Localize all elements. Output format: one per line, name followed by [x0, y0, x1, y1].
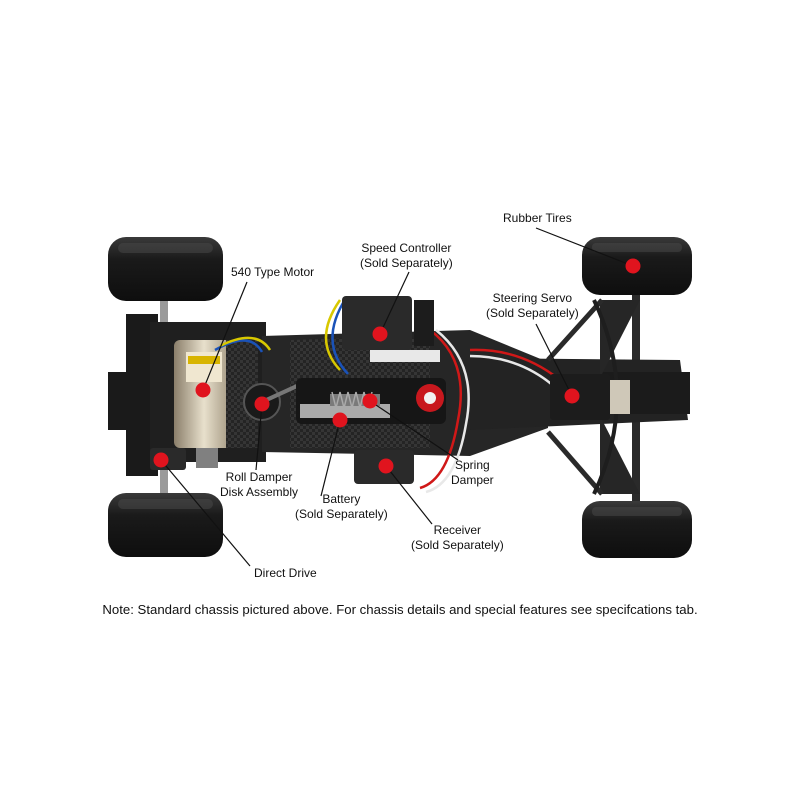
callout-dot-direct-drive	[153, 452, 169, 468]
label-roll-damper-line1: Roll Damper	[225, 470, 293, 484]
label-receiver: Receiver (Sold Separately)	[411, 523, 504, 553]
rear-left-tire	[108, 237, 223, 301]
label-steering-servo-line1: Steering Servo	[492, 291, 573, 305]
label-battery-line1: Battery	[322, 492, 361, 506]
label-steering-servo-line2: (Sold Separately)	[486, 306, 579, 320]
callout-dot-battery	[332, 412, 348, 428]
footnote: Note: Standard chassis pictured above. F…	[102, 602, 698, 617]
label-battery-line2: (Sold Separately)	[295, 507, 388, 521]
label-rubber-tires: Rubber Tires	[503, 211, 572, 226]
callout-dot-spring-damper	[362, 393, 378, 409]
rear-wing	[108, 314, 158, 476]
label-receiver-line1: Receiver	[433, 523, 482, 537]
callout-dot-receiver	[378, 458, 394, 474]
label-direct-drive-line1: Direct Drive	[254, 566, 317, 580]
speed-controller	[342, 296, 440, 362]
label-speed-controller-line1: Speed Controller	[361, 241, 452, 255]
label-speed-controller: Speed Controller (Sold Separately)	[360, 241, 453, 271]
label-speed-controller-line2: (Sold Separately)	[360, 256, 453, 270]
label-rubber-tires-line1: Rubber Tires	[503, 211, 572, 225]
label-spring-damper: Spring Damper	[451, 458, 494, 488]
label-roll-damper: Roll Damper Disk Assembly	[220, 470, 298, 500]
callout-dots	[153, 258, 641, 474]
label-540-type-motor: 540 Type Motor	[231, 265, 314, 280]
callout-dot-rubber-tires	[625, 258, 641, 274]
steering-servo	[550, 374, 630, 420]
wiring	[214, 297, 561, 494]
label-roll-damper-line2: Disk Assembly	[220, 485, 299, 499]
label-spring-damper-line2: Damper	[451, 473, 494, 487]
label-spring-damper-line1: Spring	[455, 458, 490, 472]
front-right-tire	[582, 501, 692, 558]
callout-dot-speed-controller	[372, 326, 388, 342]
label-motor-line1: 540 Type Motor	[231, 265, 315, 279]
callout-dot-motor	[195, 382, 211, 398]
label-receiver-line2: (Sold Separately)	[411, 538, 504, 552]
callout-dot-steering-servo	[564, 388, 580, 404]
label-battery: Battery (Sold Separately)	[295, 492, 388, 522]
callout-dot-roll-damper	[254, 396, 270, 412]
label-steering-servo: Steering Servo (Sold Separately)	[486, 291, 579, 321]
label-direct-drive: Direct Drive	[254, 566, 317, 581]
rear-right-tire	[108, 493, 223, 557]
callout-lines	[160, 227, 634, 567]
